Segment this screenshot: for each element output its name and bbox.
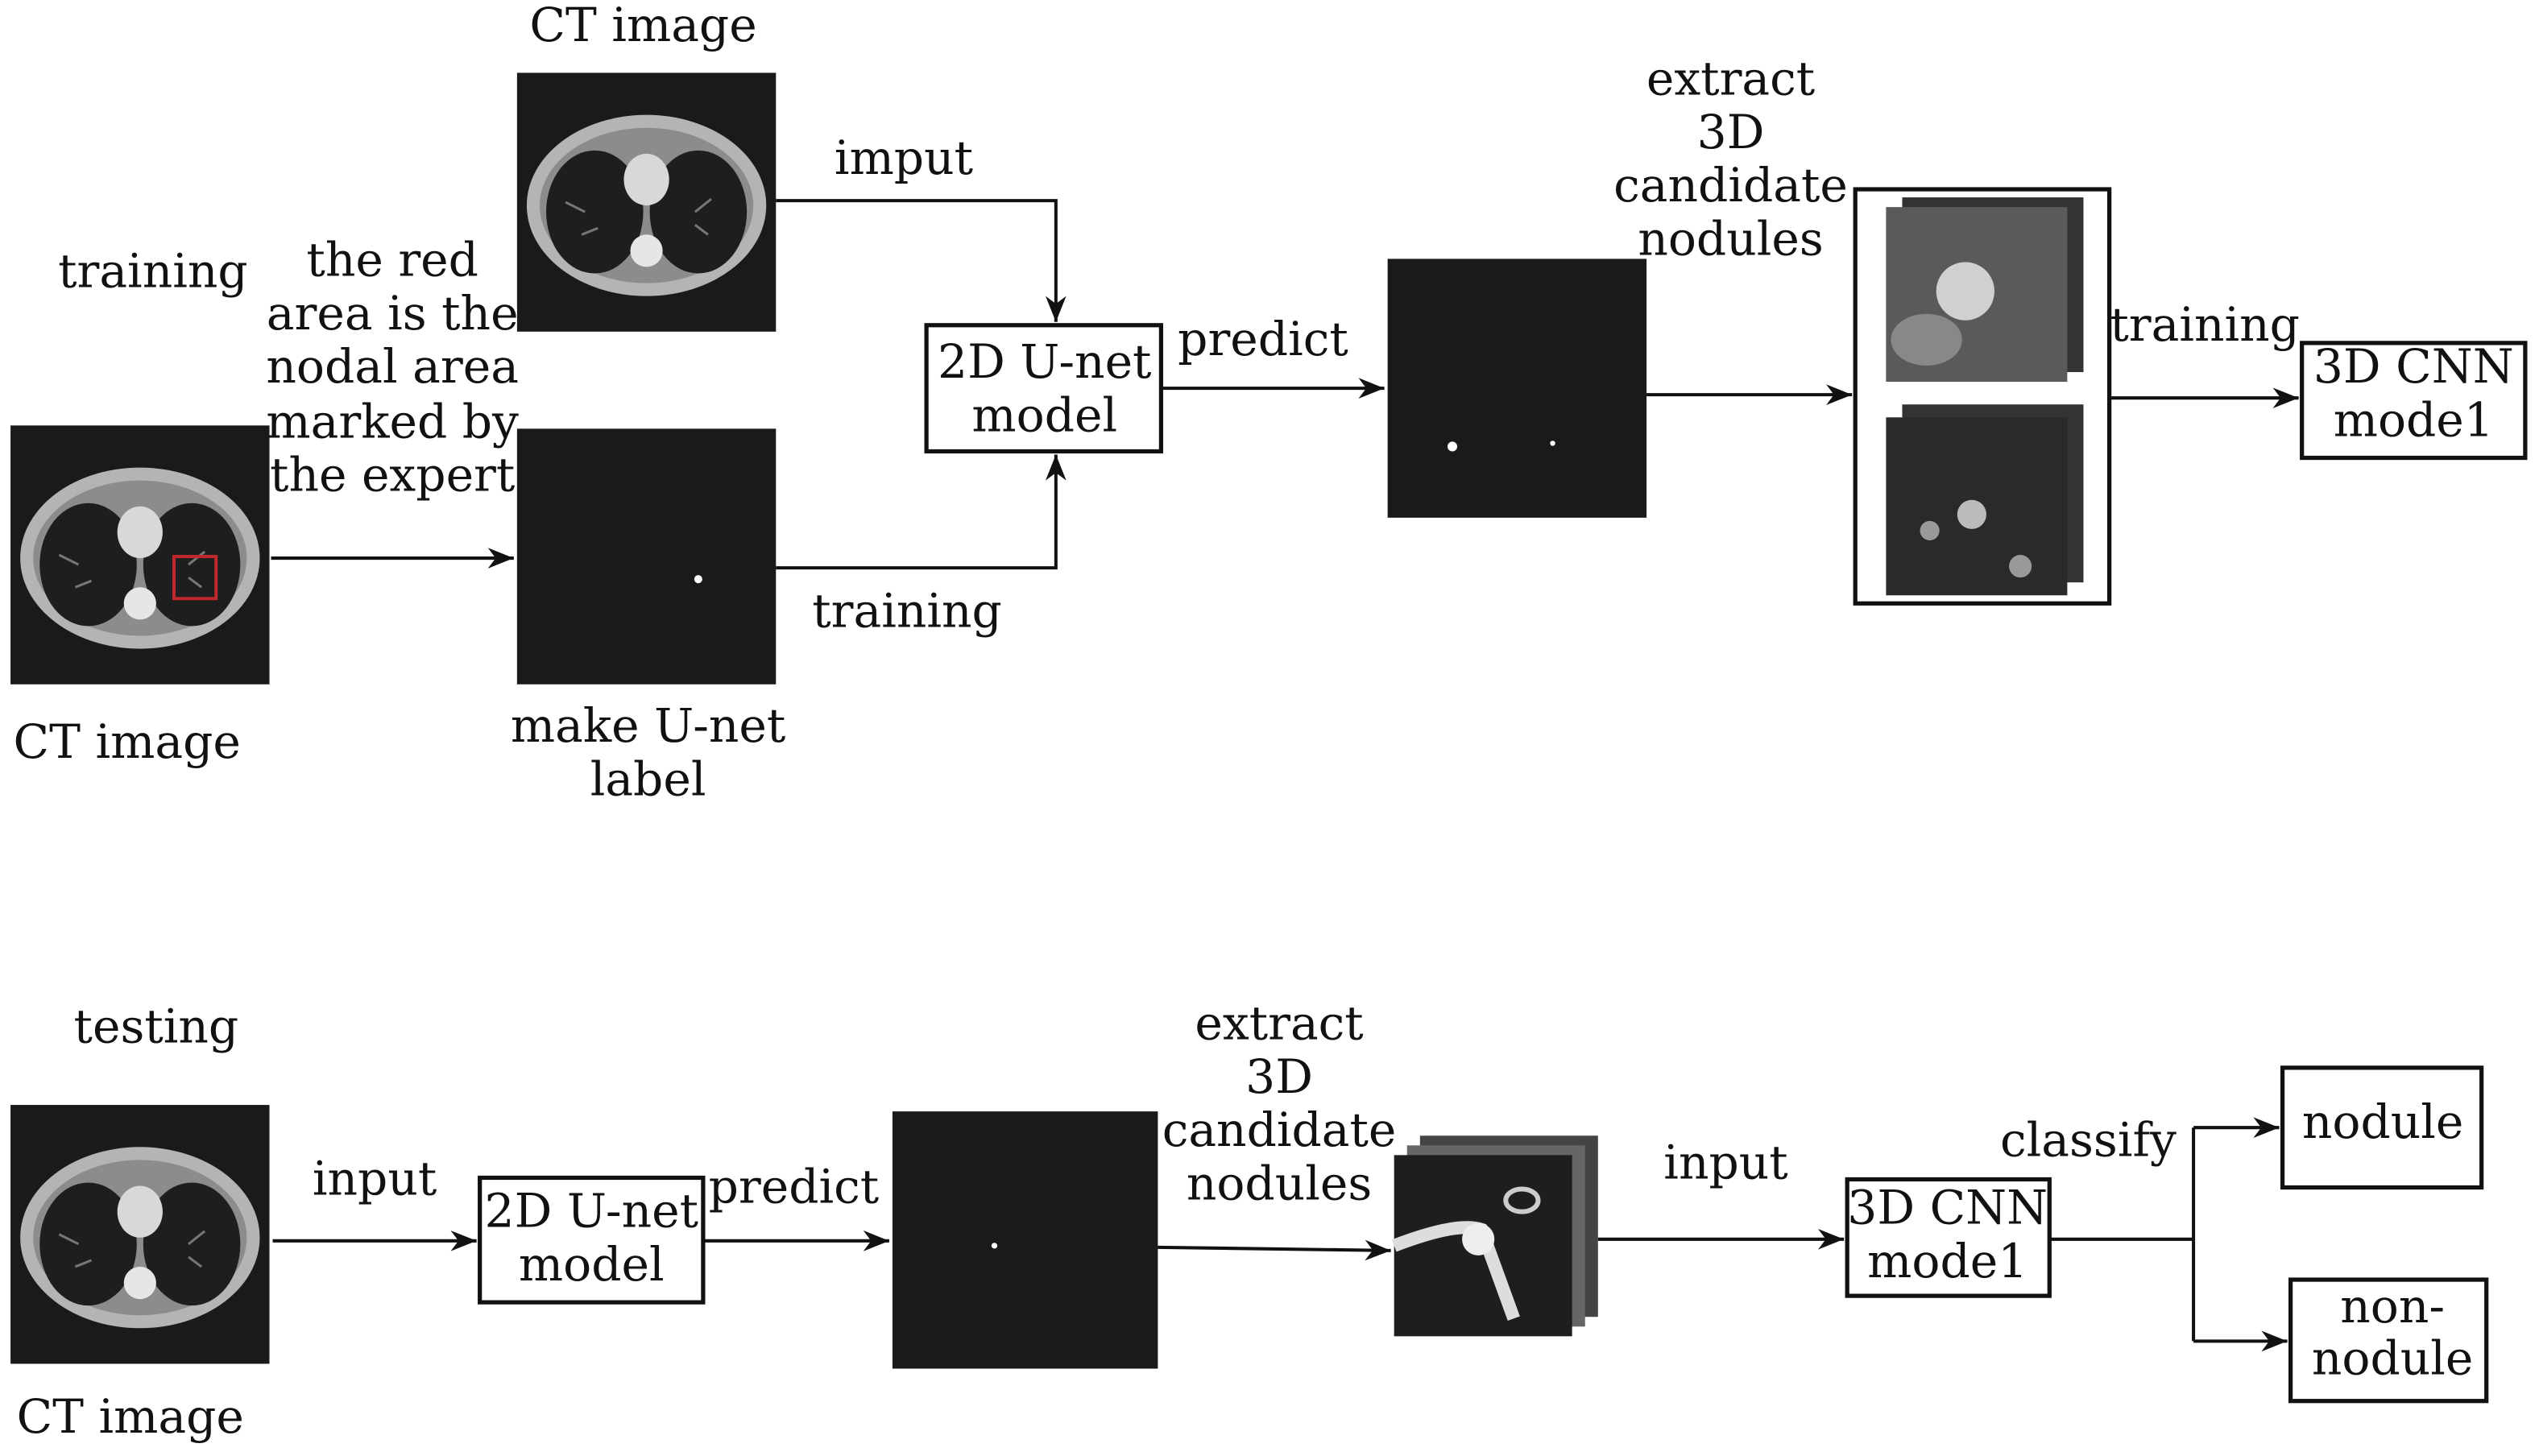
edge-training-cnn-label: training [2110,297,2300,352]
non-nodule-output-box [2288,1277,2489,1404]
classify-label: classify [2000,1112,2177,1167]
testing-stage-label: testing [74,999,239,1054]
svg-text:candidate: candidate [1162,1102,1397,1157]
edge-input-label: imput [835,130,973,185]
svg-text:area is the: area is the [267,286,519,341]
non-nodule-line1: non- [2340,1279,2445,1334]
test-arrow-extract [1158,1239,1391,1261]
test-edge-predict-label: predict [709,1160,880,1214]
svg-text:3D: 3D [1245,1049,1313,1104]
nodule-marker-box [172,555,218,601]
unet-model-box [924,323,1164,454]
nodule-output-label: nodule [2302,1094,2464,1149]
test-edge-input-cnn-label: input [1663,1135,1787,1189]
candidate-stack-1 [1886,197,2084,383]
svg-text:nodules: nodules [1638,211,1823,266]
unet-box-line1: 2D U-net [938,334,1151,389]
svg-text:nodules: nodules [1187,1156,1372,1211]
test-cnn-model-box [1845,1177,2052,1298]
ct-image-top-label: CT image [529,0,756,52]
edge-predict-label: predict [1178,312,1348,366]
unet-box-line2: model [971,387,1117,442]
ct-image-top [516,71,777,333]
test-unet-line1: 2D U-net [485,1184,698,1239]
arrow-input [776,199,1067,322]
test-cnn-line2: mode1 [1867,1234,2027,1288]
test-candidate-stack [1391,1135,1598,1337]
svg-text:marked by: marked by [266,394,519,449]
svg-text:candidate: candidate [1613,158,1848,213]
label-caption-1: make U-net [511,698,785,753]
svg-text:3D: 3D [1697,105,1765,159]
svg-text:extract: extract [1646,51,1815,105]
label-caption-2: label [590,751,706,806]
non-nodule-line2: nodule [2312,1331,2474,1386]
nodule-output-box [2280,1065,2484,1190]
training-stage-label: training [58,244,248,299]
unet-label-image [516,428,777,685]
ct-image-test-label: CT image [17,1389,244,1444]
svg-text:the expert: the expert [270,448,515,503]
svg-text:extract: extract [1195,996,1363,1051]
test-edge-input-label: input [313,1152,437,1206]
svg-text:nodal area: nodal area [266,339,519,394]
cnn-box-line1: 3D CNN [2313,339,2514,394]
label-dot [694,575,702,584]
candidate-stack-2 [1886,404,2084,596]
extract-label: extract 3D candidate nodules [1613,51,1848,266]
svg-text:the red: the red [306,232,478,287]
ct-image-annotated [9,424,271,686]
annotation-note: the red area is the nodal area marked by… [266,232,519,502]
test-extract-label: extract 3D candidate nodules [1162,996,1397,1211]
arrow-training [776,454,1067,570]
prediction-image [1387,259,1647,518]
test-unet-line2: model [519,1237,665,1292]
ct-image-left-label: CT image [14,714,241,769]
edge-training-label: training [812,583,1002,638]
ct-image-test [9,1103,271,1365]
test-prediction-image [892,1111,1158,1369]
cnn-model-box [2300,341,2528,461]
test-cnn-line1: 3D CNN [1847,1181,2048,1235]
cnn-box-line2: mode1 [2334,392,2494,447]
